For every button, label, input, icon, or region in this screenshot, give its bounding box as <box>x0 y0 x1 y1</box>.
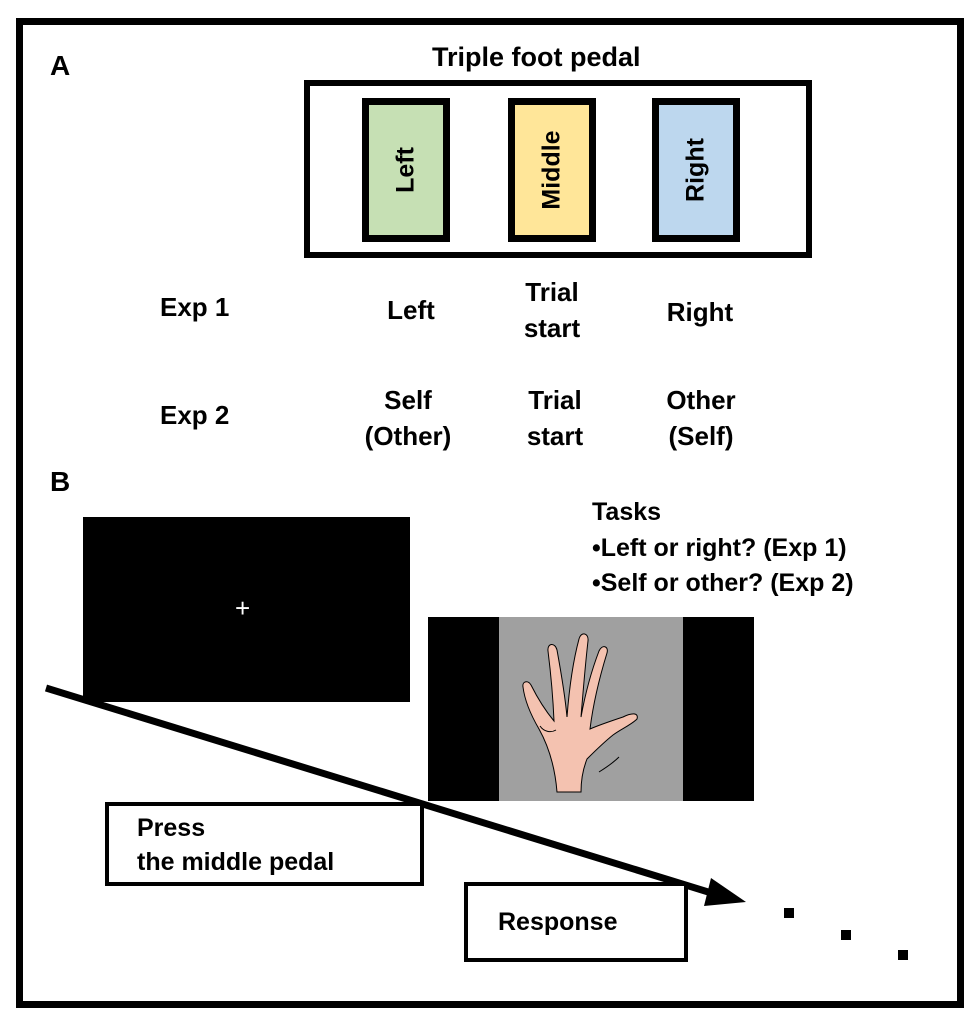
time-arrow-shaft <box>44 684 720 899</box>
exp1-middle-line2: start <box>523 313 581 343</box>
exp1-right: Right <box>666 297 734 327</box>
exp2-middle: Trial start <box>475 382 635 454</box>
exp2-left-line2: (Other) <box>364 421 452 451</box>
pedal-title: Triple foot pedal <box>432 42 641 72</box>
fixation-screen: + <box>83 517 410 702</box>
task-exp2: •Self or other? (Exp 2) <box>592 569 854 597</box>
triple-foot-pedal <box>304 80 812 258</box>
hand-icon <box>522 633 638 793</box>
exp2-right-line1: Other <box>666 385 736 415</box>
figure-frame <box>16 18 964 1008</box>
exp1-left: Left <box>387 295 435 325</box>
exp2-label: Exp 2 <box>160 400 230 430</box>
time-arrow-head <box>704 878 746 906</box>
hand-image <box>522 633 638 793</box>
press-pedal-box: Press the middle pedal <box>105 802 424 886</box>
continuation-dot <box>784 908 794 918</box>
exp2-right-line2: (Self) <box>668 421 734 451</box>
exp1-middle-line1: Trial <box>525 277 579 307</box>
stimulus-screen <box>428 617 754 801</box>
press-line-2: the middle pedal <box>137 848 335 876</box>
continuation-dot <box>898 950 908 960</box>
exp2-left-line1: Self <box>384 385 432 415</box>
response-label: Response <box>498 908 618 936</box>
task-exp1: •Left or right? (Exp 1) <box>592 534 847 562</box>
pedal-right: Right <box>652 98 740 242</box>
panel-a-label: A <box>50 50 71 81</box>
stimulus-background <box>499 617 683 801</box>
exp2-middle-line2: start <box>526 421 584 451</box>
exp2-right: Other (Self) <box>621 382 781 454</box>
exp2-middle-line1: Trial <box>528 385 582 415</box>
fixation-cross: + <box>235 593 251 623</box>
continuation-dot <box>841 930 851 940</box>
tasks-title: Tasks <box>592 498 662 526</box>
panel-b-label: B <box>50 466 71 497</box>
response-box: Response <box>464 882 688 962</box>
exp1-label: Exp 1 <box>160 292 230 322</box>
exp1-middle: Trial start <box>472 274 632 346</box>
press-line-1: Press <box>137 814 206 842</box>
exp2-left: Self (Other) <box>328 382 488 454</box>
pedal-left: Left <box>362 98 450 242</box>
pedal-middle: Middle <box>508 98 596 242</box>
